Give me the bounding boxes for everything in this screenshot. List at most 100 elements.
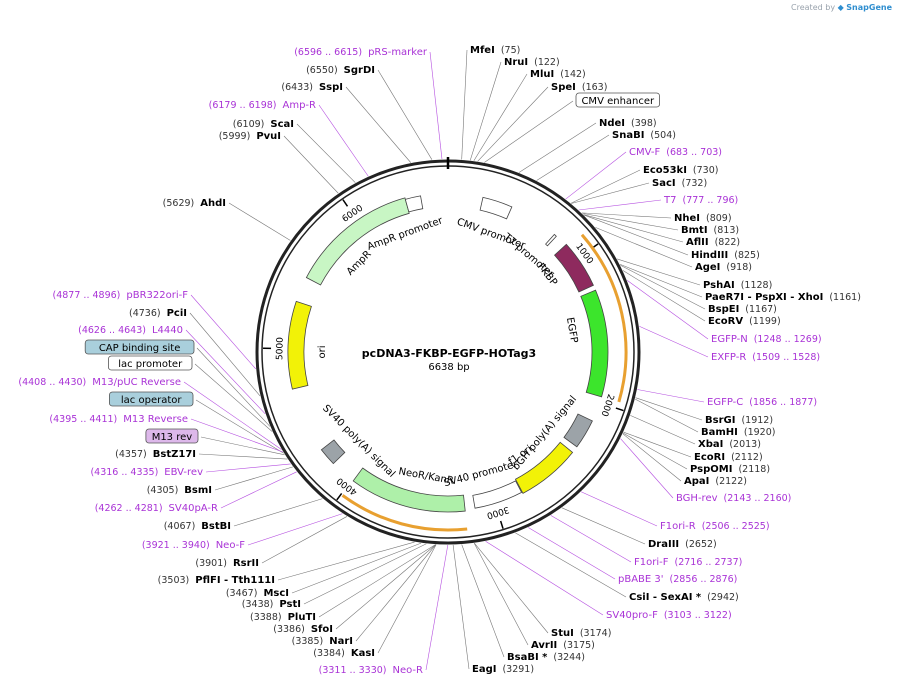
map-label-amp-r[interactable]: (6179 .. 6198)Amp-R [209,100,316,111]
map-label-sfoi[interactable]: (3386)SfoI [273,624,333,635]
feature-shape[interactable] [472,480,523,509]
map-label-cap-binding-site[interactable]: CAP binding site [84,339,195,355]
feature-sv40-poly-a-signal[interactable]: SV40 poly(A) signal [320,403,397,480]
map-label-ahdi[interactable]: (5629)AhdI [163,198,226,209]
map-label-draiii[interactable]: DraIII(2652) [648,539,717,550]
label-leader [195,399,284,454]
map-label-ebv-rev[interactable]: (4316 .. 4335)EBV-rev [90,467,203,478]
label-text: EcoRI(2112) [694,452,763,463]
map-label-bsmi[interactable]: (4305)BsmI [147,485,212,496]
map-label-f1ori-r[interactable]: F1ori-R(2506 .. 2525) [660,521,770,532]
map-label-pluti[interactable]: (3388)PluTI [250,612,316,623]
map-label-sgrdi[interactable]: (6550)SgrDI [306,65,375,76]
feature-shape[interactable] [320,439,346,465]
map-label-mlui[interactable]: MluI(142) [530,69,586,80]
map-label-xbai[interactable]: XbaI(2013) [698,439,761,450]
map-label-ecorv[interactable]: EcoRV(1199) [708,316,781,327]
map-label-bmti[interactable]: BmtI(813) [681,225,739,236]
map-label-exfp-r[interactable]: EXFP-R(1509 .. 1528) [711,352,820,363]
map-label-paer7i-pspxi-xhoi[interactable]: PaeR7I - PspXI - XhoI(1161) [705,292,861,303]
label-leader [515,532,627,598]
map-label-bsabi[interactable]: BsaBI *(3244) [507,652,585,663]
map-label-nrui[interactable]: NruI(122) [504,57,560,68]
feature-shape[interactable] [352,467,466,513]
feature-shape[interactable] [287,300,312,390]
map-label-spei[interactable]: SpeI(163) [551,82,607,93]
map-label-avrii[interactable]: AvrII(3175) [531,640,595,651]
map-label-bspei[interactable]: BspEI(1167) [708,304,777,315]
map-label-ndei[interactable]: NdeI(398) [599,118,657,129]
feature-labels[interactable]: MfeI(75)NruI(122)MluI(142) SpeI(163)CMV e… [18,45,861,676]
map-label-apai[interactable]: ApaI(2122) [684,476,747,487]
map-label-pflfi-tth111i[interactable]: (3503)PflFI - Tth111I [158,575,275,586]
feature-neor-kanr[interactable]: NeoR/KanR [352,466,466,513]
map-label-rsrii[interactable]: (3901)RsrII [195,558,259,569]
map-label-nhei[interactable]: NheI(809) [674,213,732,224]
map-label-snabi[interactable]: SnaBI(504) [612,130,676,141]
map-label-sspi[interactable]: (6433)SspI [281,82,343,93]
map-label-neo-r[interactable]: (3311 .. 3330)Neo-R [319,665,423,676]
tick-mark [342,199,349,207]
map-label-bstbi[interactable]: (4067)BstBI [164,521,231,532]
map-label-prs-marker[interactable]: (6596 .. 6615)pRS-marker [294,47,428,58]
feature-shape[interactable] [580,289,609,398]
map-label-psti[interactable]: (3438)PstI [242,599,301,610]
map-label-mfei[interactable]: MfeI(75) [470,45,520,56]
feature-shape[interactable] [514,441,574,494]
map-label-aflii[interactable]: AflII(822) [686,237,740,248]
label-text: (4262 .. 4281)SV40pA-R [95,503,218,514]
feature-shape[interactable] [553,243,594,293]
map-label-m13-rev[interactable]: M13 rev [145,428,199,444]
map-label-saci[interactable]: SacI(732) [652,178,707,189]
map-label-m13-reverse[interactable]: (4395 .. 4411)M13 Reverse [49,414,188,425]
map-label-neo-f[interactable]: (3921 .. 3940)Neo-F [142,540,245,551]
label-text: BGH-rev(2143 .. 2160) [676,493,791,504]
map-label-l4440[interactable]: (4626 .. 4643)L4440 [78,325,183,336]
map-label-hindiii[interactable]: HindIII(825) [691,250,760,261]
feature-shape[interactable] [563,413,593,448]
map-label-sv40pro-f[interactable]: SV40pro-F(3103 .. 3122) [606,610,732,621]
map-label-stui[interactable]: StuI(3174) [551,628,611,639]
label-leader [578,199,662,211]
map-label-pcii[interactable]: (4736)PciI [129,308,187,319]
map-label-scai[interactable]: (6109)ScaI [233,119,294,130]
feature-egfp[interactable]: EGFP [564,289,609,398]
map-label-sv40pa-r[interactable]: (4262 .. 4281)SV40pA-R [95,503,218,514]
map-label-pbabe-3[interactable]: pBABE 3'(2856 .. 2876) [618,574,737,585]
map-label-t7[interactable]: T7(777 .. 796) [663,195,738,206]
label-text: (4877 .. 4896)pBR322ori-F [53,290,189,301]
map-label-bsrgi[interactable]: BsrGI(1912) [705,415,773,426]
map-label-lac-operator[interactable]: lac operator [109,391,194,407]
feature-shape[interactable] [545,233,557,247]
label-text: (6433)SspI [281,82,343,93]
map-label-lac-promoter[interactable]: lac promoter [108,355,193,371]
label-text: (4316 .. 4335)EBV-rev [90,467,203,478]
map-label-pbr322ori-f[interactable]: (4877 .. 4896)pBR322ori-F [53,290,189,301]
map-label-ecori[interactable]: EcoRI(2112) [694,452,763,463]
map-label-egfp-c[interactable]: EGFP-C(1856 .. 1877) [707,397,817,408]
map-label-egfp-n[interactable]: EGFP-N(1248 .. 1269) [711,334,822,345]
map-label-msci[interactable]: (3467)MscI [226,588,289,599]
map-label-eagi[interactable]: EagI(3291) [472,664,534,675]
map-label-pspomi[interactable]: PspOMI(2118) [690,464,770,475]
map-label-bgh-rev[interactable]: BGH-rev(2143 .. 2160) [676,493,791,504]
map-label-bstz17i[interactable]: (4357)BstZ17I [115,449,196,460]
map-label-nari[interactable]: (3385)NarI [292,636,353,647]
map-label-eco53ki[interactable]: Eco53kI(730) [643,165,718,176]
map-label-bamhi[interactable]: BamHI(1920) [701,427,775,438]
map-label-pshai[interactable]: PshAI(1128) [703,280,772,291]
map-label-agei[interactable]: AgeI(918) [695,262,752,273]
map-label-kasi[interactable]: (3384)KasI [313,648,375,659]
feature-shape[interactable] [404,195,424,213]
map-label-cmv-f[interactable]: CMV-F(683 .. 703) [629,147,722,158]
map-label-cmv-enhancer[interactable]: CMV enhancer [575,92,660,108]
label-leader [198,453,288,460]
credit-prefix: Created by [791,3,836,12]
map-label-pvui[interactable]: (5999)PvuI [219,131,281,142]
map-label-csii-sexai[interactable]: CsiI - SexAI *(2942) [629,592,739,603]
feature-ori[interactable]: ori [287,300,328,390]
feature-shape[interactable] [479,196,513,220]
label-leader [635,398,699,433]
map-label-f1ori-f[interactable]: F1ori-F(2716 .. 2737) [634,557,742,568]
map-label-m13-puc-reverse[interactable]: (4408 .. 4430)M13/pUC Reverse [18,377,181,388]
